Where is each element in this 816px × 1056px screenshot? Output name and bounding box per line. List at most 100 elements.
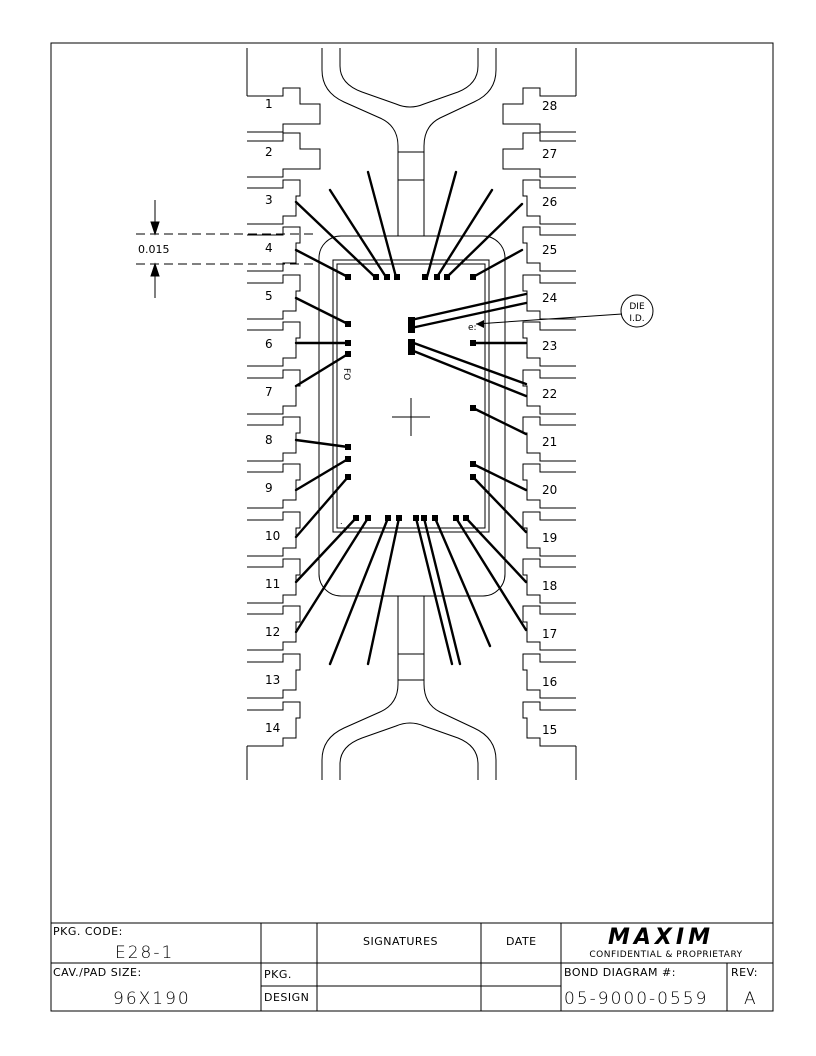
pin-label-left-8: 8 xyxy=(265,433,273,447)
die-id-label-line1: DIE xyxy=(629,302,645,312)
pin-label-right-20: 20 xyxy=(542,483,557,497)
lead-left-7 xyxy=(247,369,301,415)
die-body xyxy=(318,235,506,597)
bond-wire-30 xyxy=(454,516,528,632)
tiebar-bottom-center xyxy=(339,722,479,780)
pin-label-left-3: 3 xyxy=(265,193,273,207)
pin-label-left-9: 9 xyxy=(265,481,273,495)
lead-right-1 xyxy=(502,87,576,133)
bond-wire-8 xyxy=(471,248,524,279)
lead-right-4 xyxy=(522,226,576,272)
lead-left-5 xyxy=(247,274,301,320)
lead-left-4 xyxy=(247,226,301,272)
lead-left-3 xyxy=(247,179,301,225)
pin-label-right-18: 18 xyxy=(542,579,557,593)
lead-left-8 xyxy=(247,416,301,462)
dimension-label: 0.015 xyxy=(138,243,170,256)
dimension-callout xyxy=(136,200,318,298)
bond-wire-31 xyxy=(464,516,528,584)
bond-wire-20 xyxy=(471,406,528,436)
pin-label-right-23: 23 xyxy=(542,339,557,353)
tiebar-bottom-left xyxy=(321,596,399,780)
cav-pad-label: CAV./PAD SIZE: xyxy=(53,966,142,979)
pin-label-left-11: 11 xyxy=(265,577,280,591)
bond-wire-29 xyxy=(433,516,492,648)
bond-wire-11 xyxy=(294,352,350,388)
design-row-label: DESIGN xyxy=(264,991,309,1004)
lead-left-6 xyxy=(247,321,301,367)
pkg-code-value: E28-1 xyxy=(115,943,174,963)
pin1-dot: . xyxy=(340,517,343,526)
pin-label-right-25: 25 xyxy=(542,243,557,257)
tiebar-top-left xyxy=(321,48,399,236)
pin-label-right-17: 17 xyxy=(542,627,557,641)
title-block xyxy=(51,922,773,1011)
bond-wire-18 xyxy=(409,348,528,398)
lead-left-9 xyxy=(247,463,301,509)
bond-pads xyxy=(345,274,476,521)
die-id-label-line2: I.D. xyxy=(629,314,644,324)
rev-value: A xyxy=(744,989,758,1009)
bond-pad-5 xyxy=(422,274,428,280)
pin-number-labels: 1234567891011121314282726252423222120191… xyxy=(265,97,557,737)
bond-wires xyxy=(294,170,528,666)
lead-right-12 xyxy=(522,605,576,651)
bond-wire-9 xyxy=(294,296,350,326)
bond-wire-6 xyxy=(445,202,524,279)
bond-diagram-value: 05-9000-0559 xyxy=(564,989,708,1009)
bond-wire-27 xyxy=(414,516,454,666)
die-id-callout: DIE I.D. e: xyxy=(468,294,654,333)
lead-left-1 xyxy=(247,87,321,133)
pin-label-left-7: 7 xyxy=(265,385,273,399)
pin-label-left-5: 5 xyxy=(265,289,273,303)
lead-right-11 xyxy=(522,558,576,604)
pin-label-right-27: 27 xyxy=(542,147,557,161)
pin-label-right-24: 24 xyxy=(542,291,557,305)
tiebar-top-right xyxy=(423,48,497,236)
pin-label-left-1: 1 xyxy=(265,97,273,111)
pin-label-left-14: 14 xyxy=(265,721,280,735)
pin-label-left-4: 4 xyxy=(265,241,273,255)
confidential-label: CONFIDENTIAL & PROPRIETARY xyxy=(589,950,742,960)
pkg-code-label: PKG. CODE: xyxy=(53,925,123,938)
bond-wire-28 xyxy=(422,516,462,666)
bond-wire-21 xyxy=(471,462,528,492)
bond-wire-5 xyxy=(435,188,494,279)
lead-right-6 xyxy=(522,321,576,367)
maxim-logo: MAXIM xyxy=(608,925,710,950)
pin-label-right-26: 26 xyxy=(542,195,557,209)
pin-label-left-10: 10 xyxy=(265,529,280,543)
die-mark: FO xyxy=(341,368,351,380)
bond-wire-25 xyxy=(328,516,390,666)
bond-wire-13 xyxy=(294,457,350,492)
lead-right-2 xyxy=(502,132,576,178)
lead-left-12 xyxy=(247,605,301,651)
lead-right-5 xyxy=(522,274,576,320)
lead-right-9 xyxy=(522,463,576,509)
pin-label-right-21: 21 xyxy=(542,435,557,449)
bond-wire-24 xyxy=(294,516,370,634)
bond-wire-2 xyxy=(328,188,388,279)
bond-wire-23 xyxy=(294,516,358,584)
lead-right-3 xyxy=(522,179,576,225)
lead-right-10 xyxy=(522,511,576,557)
lead-left-2 xyxy=(247,132,321,178)
bond-wire-15 xyxy=(409,292,528,322)
bond-wire-7 xyxy=(294,248,350,279)
bond-wire-14 xyxy=(294,475,350,539)
pin-label-right-22: 22 xyxy=(542,387,557,401)
cav-pad-value: 96X190 xyxy=(113,989,191,1009)
bond-diagram-label: BOND DIAGRAM #: xyxy=(564,966,676,979)
bond-wire-4 xyxy=(425,170,458,279)
lead-right-14 xyxy=(522,701,576,747)
bond-wire-16 xyxy=(409,301,528,330)
sheet-border xyxy=(50,42,774,1012)
bond-wire-26 xyxy=(366,516,401,666)
bond-wire-22 xyxy=(471,475,528,534)
pkg-row-label: PKG. xyxy=(264,968,292,981)
bond-wire-17 xyxy=(409,340,528,386)
tiebar-top-center xyxy=(339,48,479,108)
bond-wire-3 xyxy=(366,170,398,279)
bond-wire-12 xyxy=(294,438,350,449)
